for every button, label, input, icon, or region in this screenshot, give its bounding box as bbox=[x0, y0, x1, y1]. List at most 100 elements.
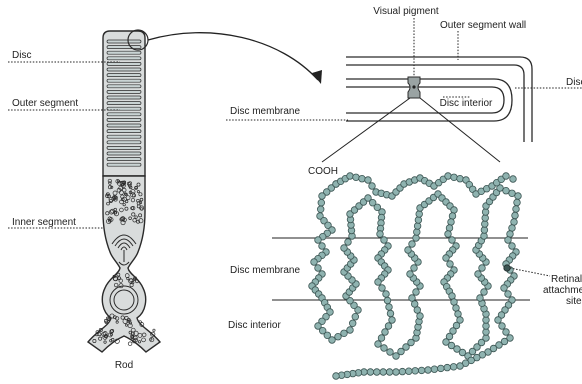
amino-acid-bead bbox=[353, 174, 360, 181]
rod-disc bbox=[107, 85, 141, 88]
amino-acid-bead bbox=[411, 301, 418, 308]
amino-acid-bead bbox=[375, 279, 382, 286]
amino-acid-bead bbox=[365, 177, 372, 184]
rod-disc bbox=[107, 152, 141, 155]
pigment-dot bbox=[412, 85, 415, 88]
label-outer-segment-wall: Outer segment wall bbox=[440, 20, 526, 31]
amino-acid-bead bbox=[499, 323, 506, 330]
amino-acid-bead bbox=[389, 317, 396, 324]
amino-acid-bead bbox=[315, 237, 322, 244]
amino-acid-bead bbox=[418, 367, 425, 374]
amino-acid-chain bbox=[309, 173, 522, 380]
amino-acid-bead bbox=[481, 227, 488, 234]
amino-acid-bead bbox=[414, 307, 421, 314]
amino-acid-bead bbox=[417, 313, 424, 320]
rod-disc bbox=[107, 57, 141, 60]
amino-acid-bead bbox=[446, 225, 453, 232]
amino-acid-bead bbox=[448, 219, 455, 226]
label-disc-interior-top: Disc interior bbox=[440, 98, 493, 109]
amino-acid-bead bbox=[482, 215, 489, 222]
amino-acid-bead bbox=[475, 271, 482, 278]
retinal-attachment-marker-icon bbox=[504, 265, 510, 271]
amino-acid-bead bbox=[341, 330, 348, 337]
amino-acid-bead bbox=[319, 193, 326, 200]
amino-acid-bead bbox=[386, 304, 393, 311]
amino-acid-bead bbox=[374, 369, 381, 376]
inner-segment-body bbox=[88, 176, 160, 352]
amino-acid-bead bbox=[411, 265, 418, 272]
zoom-arrow-head-icon bbox=[312, 70, 322, 84]
amino-acid-bead bbox=[414, 223, 421, 230]
amino-acid-bead bbox=[451, 174, 458, 181]
amino-acid-bead bbox=[367, 369, 374, 376]
amino-acid-bead bbox=[333, 373, 340, 380]
amino-acid-bead bbox=[318, 199, 325, 206]
amino-acid-bead bbox=[514, 199, 521, 206]
amino-acid-bead bbox=[347, 327, 354, 334]
label-retinal-line1: Retinal bbox=[551, 274, 582, 285]
rod-cell-drawing bbox=[88, 30, 160, 352]
amino-acid-bead bbox=[507, 231, 514, 238]
amino-acid-bead bbox=[335, 333, 342, 340]
amino-acid-bead bbox=[445, 231, 452, 238]
rod-disc bbox=[107, 40, 141, 43]
amino-acid-bead bbox=[379, 285, 386, 292]
label-retinal-line3: site bbox=[566, 296, 582, 307]
amino-acid-bead bbox=[413, 235, 420, 242]
amino-acid-bead bbox=[311, 259, 318, 266]
amino-acid-bead bbox=[445, 173, 452, 180]
amino-acid-bead bbox=[385, 323, 392, 330]
amino-acid-bead bbox=[381, 345, 388, 352]
amino-acid-bead bbox=[451, 207, 458, 214]
rhodopsin-protein bbox=[272, 173, 530, 380]
amino-acid-bead bbox=[509, 190, 516, 197]
amino-acid-bead bbox=[453, 305, 460, 312]
rod-disc bbox=[107, 68, 141, 71]
amino-acid-bead bbox=[416, 211, 423, 218]
amino-acid-bead bbox=[407, 271, 414, 278]
amino-acid-bead bbox=[369, 183, 376, 190]
rod-disc bbox=[107, 124, 141, 127]
amino-acid-bead bbox=[405, 247, 412, 254]
amino-acid-bead bbox=[451, 299, 458, 306]
amino-acid-bead bbox=[482, 221, 489, 228]
label-retinal-line2: attachment bbox=[543, 285, 582, 296]
amino-acid-bead bbox=[414, 229, 421, 236]
amino-acid-bead bbox=[341, 245, 348, 252]
amino-acid-bead bbox=[386, 369, 393, 376]
amino-acid-bead bbox=[449, 293, 456, 300]
label-visual-pigment: Visual pigment bbox=[373, 6, 439, 17]
label-rod: Rod bbox=[115, 360, 133, 371]
amino-acid-bead bbox=[387, 349, 394, 356]
amino-acid-bead bbox=[347, 173, 354, 180]
rod-disc bbox=[107, 62, 141, 65]
amino-acid-bead bbox=[438, 365, 445, 372]
amino-acid-bead bbox=[503, 187, 510, 194]
rod-disc bbox=[107, 118, 141, 121]
disc-stack bbox=[107, 40, 141, 166]
amino-acid-bead bbox=[505, 237, 512, 244]
amino-acid-bead bbox=[509, 243, 516, 250]
amino-acid-bead bbox=[384, 297, 391, 304]
label-disc-right: Disc bbox=[566, 77, 582, 88]
amino-acid-bead bbox=[457, 175, 464, 182]
amino-acid-bead bbox=[375, 341, 382, 348]
amino-acid-bead bbox=[503, 173, 510, 180]
amino-acid-bead bbox=[399, 368, 406, 375]
amino-acid-bead bbox=[406, 368, 413, 375]
label-outer-segment: Outer segment bbox=[12, 98, 78, 109]
rod-disc bbox=[107, 102, 141, 105]
amino-acid-bead bbox=[482, 209, 489, 216]
amino-acid-bead bbox=[352, 313, 359, 320]
amino-acid-bead bbox=[329, 337, 336, 344]
amino-acid-bead bbox=[409, 241, 416, 248]
rod-disc bbox=[107, 79, 141, 82]
amino-acid-bead bbox=[409, 295, 416, 302]
amino-acid-bead bbox=[513, 206, 520, 213]
amino-acid-bead bbox=[515, 193, 522, 200]
amino-acid-bead bbox=[457, 363, 464, 370]
label-disc-membrane-bottom: Disc membrane bbox=[230, 265, 300, 276]
amino-acid-bead bbox=[317, 206, 324, 213]
rod-disc bbox=[107, 135, 141, 138]
